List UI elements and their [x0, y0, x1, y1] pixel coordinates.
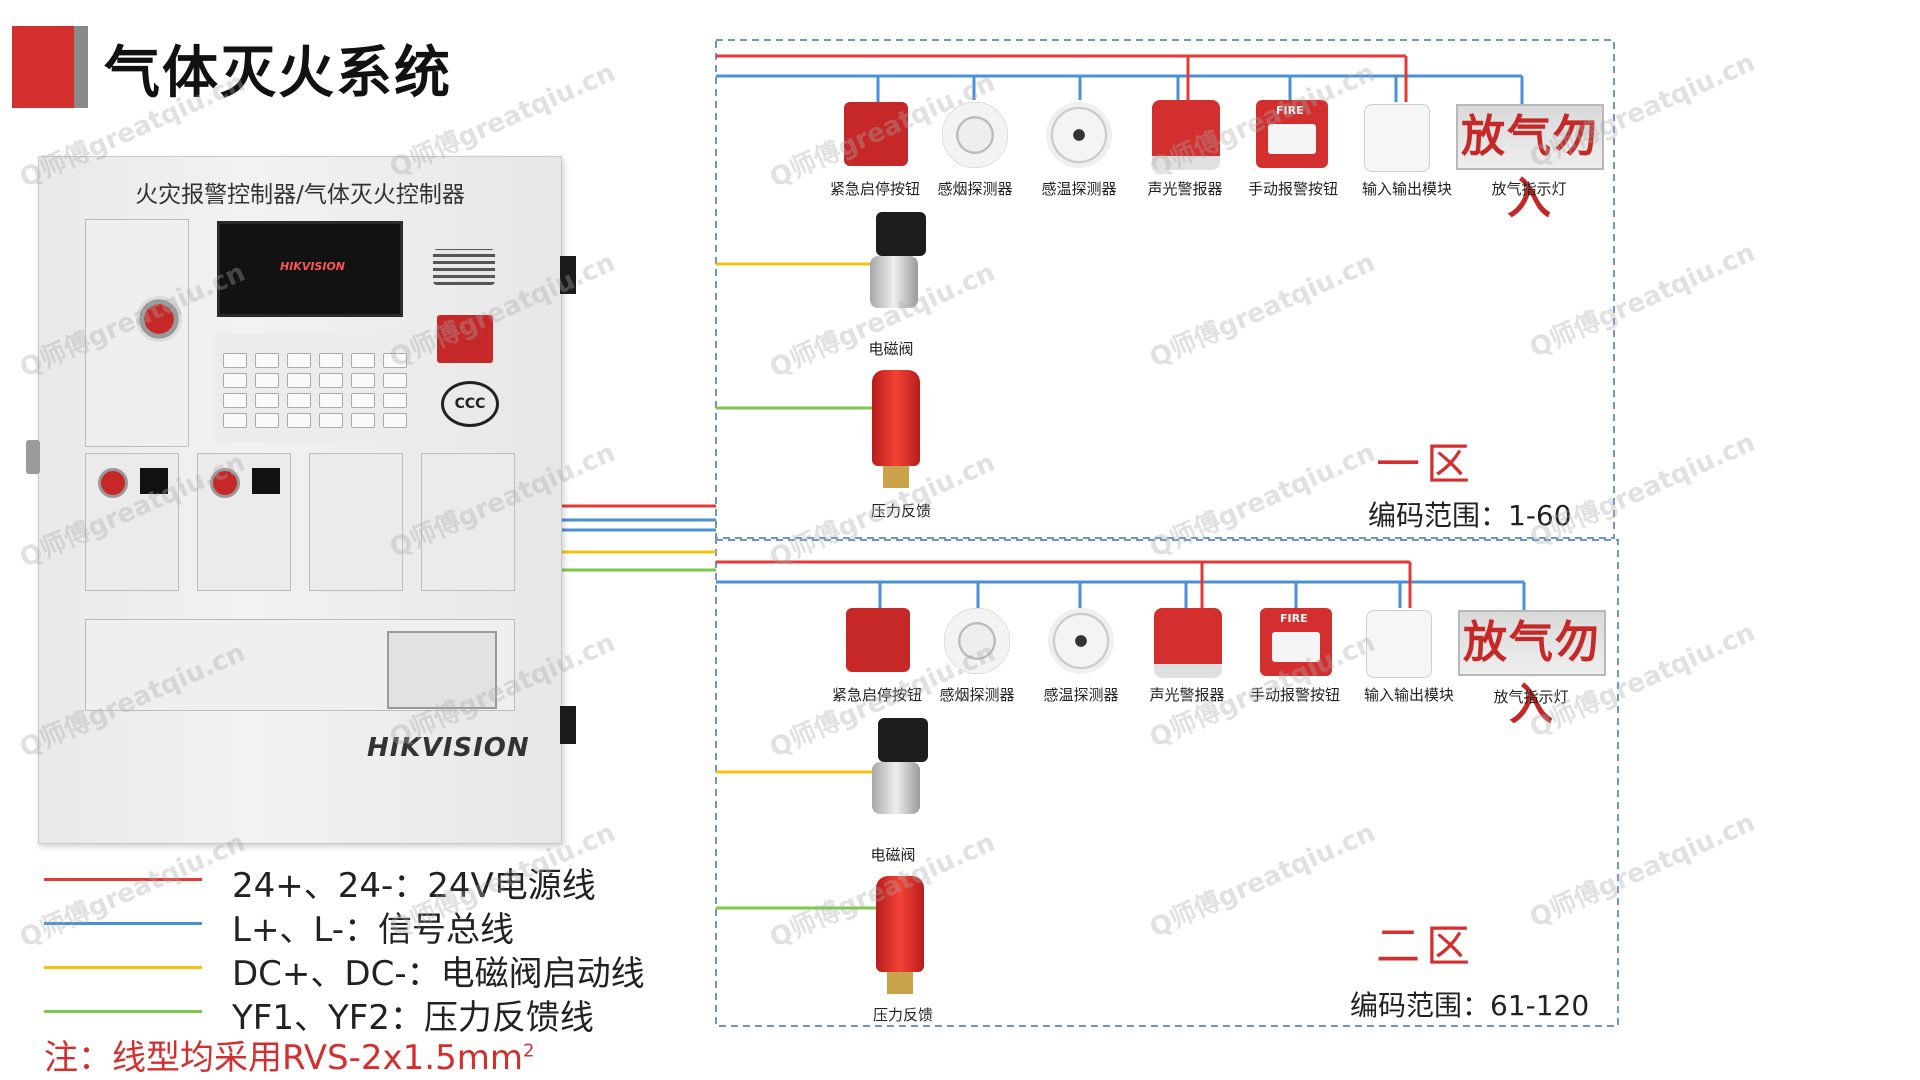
device-label: 感烟探测器: [937, 180, 1013, 198]
device-label: 感烟探测器: [939, 686, 1015, 704]
title-accent-red: [12, 26, 74, 108]
legend-text: DC+、DC-：电磁阀启动线: [232, 954, 645, 994]
blank-module-slot: [421, 453, 515, 591]
panel-hinge: [560, 256, 576, 294]
panel-main-knob-icon: [136, 296, 182, 342]
fire-text: FIRE: [1276, 104, 1304, 117]
solenoid-coil-icon: [878, 718, 928, 762]
heat-detector-icon: [1048, 608, 1114, 674]
zone1-boundary: [715, 39, 1615, 539]
panel-hinge: [560, 706, 576, 744]
valve-label: 电磁阀: [870, 846, 916, 864]
panel-title: 火灾报警控制器/气体灭火控制器: [135, 182, 465, 208]
io-module-icon: [1366, 610, 1432, 678]
smoke-detector-icon: [944, 608, 1010, 674]
panel-display-screen: HIKVISION: [217, 221, 403, 317]
zone1-code-range: 编码范围：1-60: [1368, 499, 1572, 532]
numeric-keypad: [215, 333, 433, 443]
valve-label: 电磁阀: [868, 340, 914, 358]
device-label: 输入输出模块: [1363, 686, 1454, 704]
legend-text: L+、L-：信号总线: [232, 910, 515, 950]
sound-light-alarm-icon: [1152, 100, 1220, 170]
ccc-mark-icon: CCC: [441, 381, 499, 427]
legend-green-line: [44, 1010, 202, 1013]
printer-icon: [387, 631, 497, 709]
title-accent-gray: [74, 26, 88, 108]
pressure-switch-icon: [876, 876, 924, 972]
device-label: 紧急启停按钮: [831, 686, 922, 704]
legend-text: 24+、24-：24V电源线: [232, 866, 596, 906]
emergency-stop-button-icon: [846, 608, 910, 672]
solenoid-valve-icon: [872, 762, 920, 814]
solenoid-valve-icon: [870, 256, 918, 308]
certification-badge-icon: [437, 315, 493, 363]
panel-lock-icon: [26, 440, 40, 474]
manual-alarm-button-icon: FIRE: [1260, 608, 1332, 676]
device-label: 感温探测器: [1041, 180, 1117, 198]
fire-text: FIRE: [1280, 612, 1308, 625]
zone2-boundary: [715, 539, 1619, 1027]
io-module-icon: [1364, 104, 1430, 172]
pressure-switch-fitting: [887, 972, 913, 994]
note-text: 注：线型均采用RVS-2x1.5mm: [44, 1038, 523, 1078]
zone2-title: 二区: [1376, 921, 1476, 972]
panel-control-keys: [85, 219, 189, 447]
device-label: 放气指示灯: [1493, 688, 1569, 706]
emergency-stop-button-icon: [844, 102, 908, 166]
page-title: 气体灭火系统: [104, 41, 452, 106]
legend-red-line: [44, 878, 202, 881]
device-label: 输入输出模块: [1361, 180, 1452, 198]
legend-text: YF1、YF2：压力反馈线: [232, 998, 594, 1038]
legend-blue-line: [44, 922, 202, 925]
device-label: 紧急启停按钮: [829, 180, 920, 198]
device-label: 放气指示灯: [1491, 180, 1567, 198]
zone2-control-module: [197, 453, 291, 591]
zone1-title: 一区: [1376, 439, 1476, 490]
heat-detector-icon: [1046, 102, 1112, 168]
device-label: 感温探测器: [1043, 686, 1119, 704]
smoke-detector-icon: [942, 102, 1008, 168]
legend-yellow-line: [44, 966, 202, 969]
panel-brand: HIKVISION: [367, 733, 530, 763]
screen-logo: HIKVISION: [280, 260, 346, 273]
emergency-button-icon: [98, 468, 128, 498]
release-indicator-sign: 放气勿入: [1458, 610, 1606, 730]
emergency-button-icon: [210, 468, 240, 498]
device-label: 声光警报器: [1149, 686, 1225, 704]
controller-panel: 火灾报警控制器/气体灭火控制器 HIKVISION CCC HIKVISION: [38, 156, 562, 844]
solenoid-coil-icon: [876, 212, 926, 256]
device-label: 手动报警按钮: [1249, 686, 1340, 704]
device-label: 声光警报器: [1147, 180, 1223, 198]
release-indicator-sign: 放气勿入: [1456, 104, 1604, 224]
speaker-grille-icon: [433, 249, 495, 285]
zone1-control-module: [85, 453, 179, 591]
pressure-switch-icon: [872, 370, 920, 466]
sound-light-alarm-icon: [1154, 608, 1222, 678]
zone2-code-range: 编码范围：61-120: [1350, 989, 1590, 1022]
note-superscript: 2: [522, 1040, 535, 1062]
blank-module-slot: [309, 453, 403, 591]
pressure-label: 压力反馈: [872, 1006, 933, 1024]
wire-spec-note: 注：线型均采用RVS-2x1.5mm2: [44, 1030, 534, 1079]
pressure-label: 压力反馈: [870, 502, 931, 520]
manual-alarm-button-icon: FIRE: [1256, 100, 1328, 168]
device-label: 手动报警按钮: [1247, 180, 1338, 198]
pressure-switch-fitting: [883, 466, 909, 488]
